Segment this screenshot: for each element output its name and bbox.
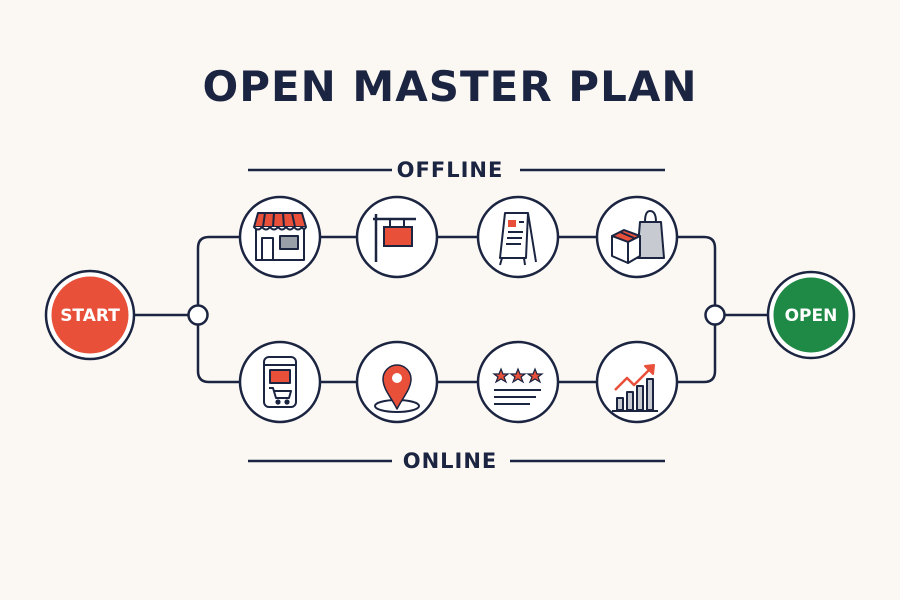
growth-chart-icon <box>612 364 658 412</box>
online-step-mobile-shop <box>238 340 322 424</box>
storefront-icon <box>253 212 307 261</box>
online-step-reviews <box>476 340 560 424</box>
right-junction-node <box>704 304 726 326</box>
page-title: OPEN MASTER PLAN <box>202 62 698 111</box>
left-junction-node <box>187 304 209 326</box>
a-frame-sign-icon <box>499 212 537 266</box>
mobile-shopping-cart-icon <box>263 356 297 408</box>
connector-lines <box>133 235 770 384</box>
offline-step-hanging-sign <box>355 195 439 279</box>
online-section-label: ONLINE <box>402 449 498 473</box>
online-step-growth <box>595 340 679 424</box>
offline-step-a-frame-sign <box>476 195 560 279</box>
online-step-location <box>355 340 439 424</box>
hanging-sign-icon <box>373 214 416 262</box>
start-node: START <box>44 269 136 361</box>
open-label: OPEN <box>785 306 838 326</box>
offline-section-label: OFFLINE <box>396 158 504 182</box>
map-pin-icon <box>374 364 420 413</box>
offline-step-packages <box>595 195 679 279</box>
start-label: START <box>60 306 120 326</box>
offline-step-storefront <box>238 195 322 279</box>
star-rating-review-icon <box>492 367 544 405</box>
open-node: OPEN <box>766 270 856 360</box>
packages-shopping-bag-icon <box>611 210 665 264</box>
